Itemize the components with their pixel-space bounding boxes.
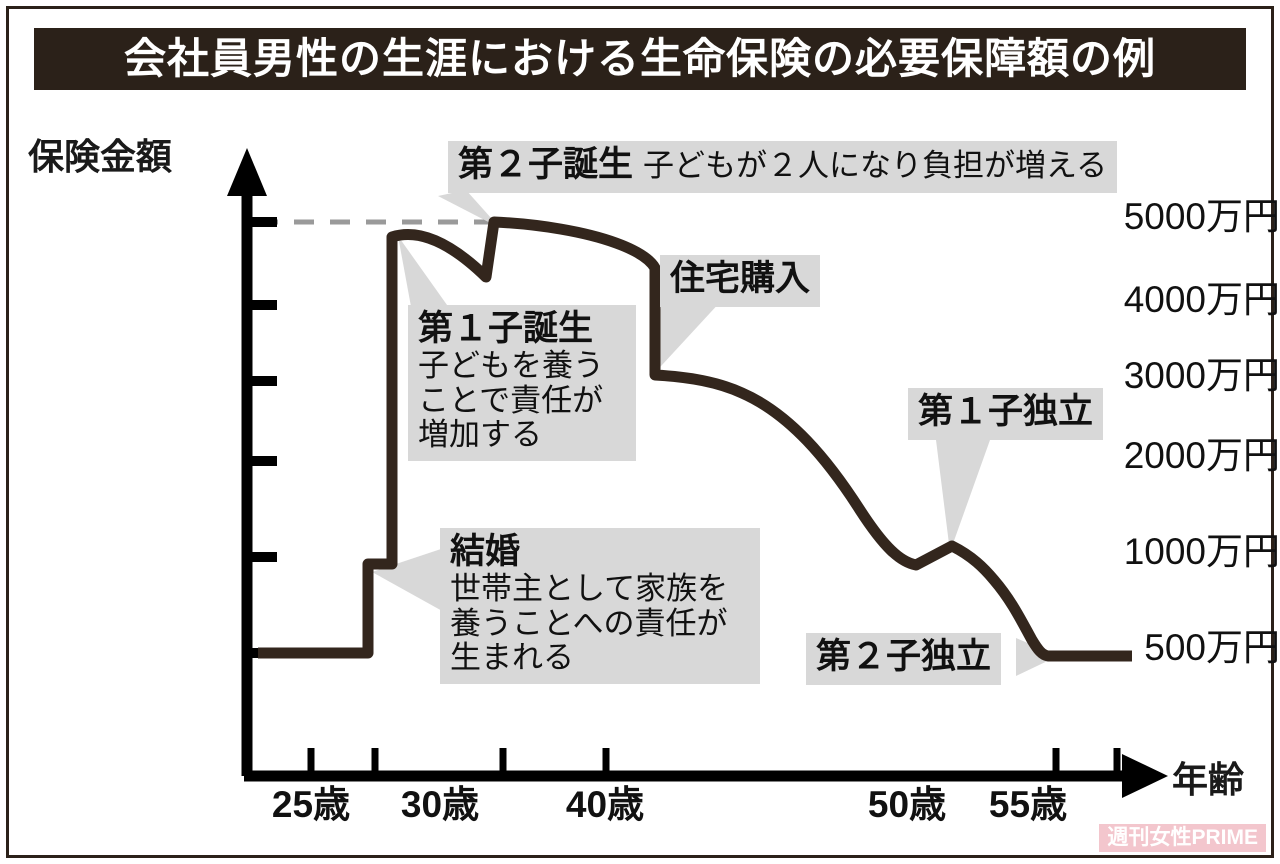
callout-house-header: 住宅購入 [670,259,811,298]
y-tick-label-5000: 5000万円 [1123,196,1280,237]
x-tick-label-40: 40歳 [565,784,645,825]
callout-second-child-independent-header: 第２子独立 [816,637,992,676]
x-axis [244,748,1168,798]
y-tick-label-1000: 1000万円 [1123,531,1280,572]
x-axis-arrow [1122,754,1168,798]
pointer-first-child [398,236,452,312]
need-amount-curve [258,216,1132,662]
y-tick-label-500: 500万円 [1144,627,1280,668]
callout-marriage-header: 結婚 [450,532,521,571]
y-tick-label-4000: 4000万円 [1123,279,1280,320]
pointer-first-child-independent [936,440,990,552]
y-axis [227,148,277,776]
y-tick-label-3000: 3000万円 [1123,355,1280,396]
y-axis-arrow [227,148,267,196]
callout-second-child-header: 第２子誕生 [458,145,634,184]
x-tick-label-50: 50歳 [867,784,947,825]
x-axis-title: 年齢 [1172,759,1245,800]
callout-first-child: 第１子誕生 子どもを養う ことで責任が 増加する [408,305,636,462]
x-tick-label-30: 30歳 [400,784,480,825]
callout-first-child-independent-header: 第１子独立 [918,392,1094,431]
title-bar: 会社員男性の生涯における生命保険の必要保障額の例 [34,28,1246,90]
callout-marriage-body: 世帯主として家族を 養うことへの責任が 生まれる [450,570,729,676]
callout-house: 住宅購入 [660,255,821,307]
watermark: 週刊女性PRIME [1099,824,1266,852]
callout-first-child-body: 子どもを養う ことで責任が 増加する [418,347,604,453]
pointer-marriage [372,548,444,612]
pointer-second-child [438,190,500,228]
callout-second-child-independent: 第２子独立 [806,633,1002,685]
callout-first-child-header: 第１子誕生 [418,309,594,348]
callout-marriage: 結婚 世帯主として家族を 養うことへの責任が 生まれる [440,528,760,685]
page-title: 会社員男性の生涯における生命保険の必要保障額の例 [123,35,1156,82]
callout-second-child: 第２子誕生 子どもが２人になり負担が増える [448,141,1118,193]
pointer-second-child-independent [1016,638,1058,676]
x-tick-label-55: 55歳 [988,784,1068,825]
x-tick-label-25: 25歳 [271,784,351,825]
y-axis-title: 保険金額 [28,136,173,177]
pointer-house [650,300,722,378]
callout-second-child-body: 子どもが２人になり負担が増える [643,148,1108,183]
y-tick-label-2000: 2000万円 [1123,435,1280,476]
callout-pointers [372,190,1058,676]
callout-first-child-independent: 第１子独立 [908,388,1104,440]
